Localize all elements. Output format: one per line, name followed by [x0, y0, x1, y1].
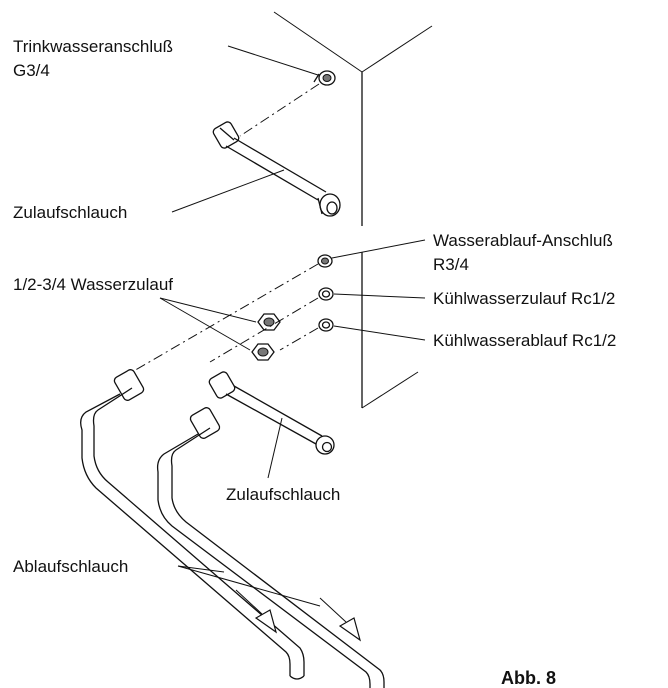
drain-hose-2 [156, 407, 385, 688]
inlet-hose-bottom [208, 371, 335, 455]
label-inlet-hose-top: Zulaufschlauch [13, 203, 127, 222]
figure-caption: Abb. 8 [501, 668, 556, 688]
cooling-water-inlet-connector [318, 287, 334, 301]
connection-axis-top [239, 83, 320, 137]
label-drinking-water-connection: Trinkwasseranschluß [13, 37, 173, 56]
cooling-water-outlet-connector [318, 318, 334, 332]
label-drain-thread: R3/4 [433, 255, 469, 274]
label-water-inlet: 1/2-3/4 Wasserzulauf [13, 275, 173, 294]
label-inlet-hose-bottom: Zulaufschlauch [226, 485, 340, 504]
drain-connector [317, 254, 333, 268]
inlet-hose-top [212, 121, 341, 217]
water-inlet-connector-lower [251, 343, 275, 361]
appliance-housing [273, 11, 433, 409]
label-drain-hose: Ablaufschlauch [13, 557, 128, 576]
connection-axis-cooling [209, 297, 319, 363]
leader-lines [159, 45, 426, 607]
label-drain-connection: Wasserablauf-Anschluß [433, 231, 613, 250]
drinking-water-connector [313, 70, 336, 86]
label-cooling-water-inlet: Kühlwasserzulauf Rc1/2 [433, 289, 615, 308]
connection-axis-drain [131, 263, 319, 373]
label-cooling-water-outlet: Kühlwasserablauf Rc1/2 [433, 331, 616, 350]
flow-arrow-1 [235, 589, 278, 634]
drain-hose-1 [80, 369, 305, 680]
connection-axis-cooling-out [279, 327, 319, 351]
water-inlet-connector-upper [257, 313, 281, 331]
label-drinking-water-thread: G3/4 [13, 61, 50, 80]
flow-arrow-2 [319, 597, 362, 642]
